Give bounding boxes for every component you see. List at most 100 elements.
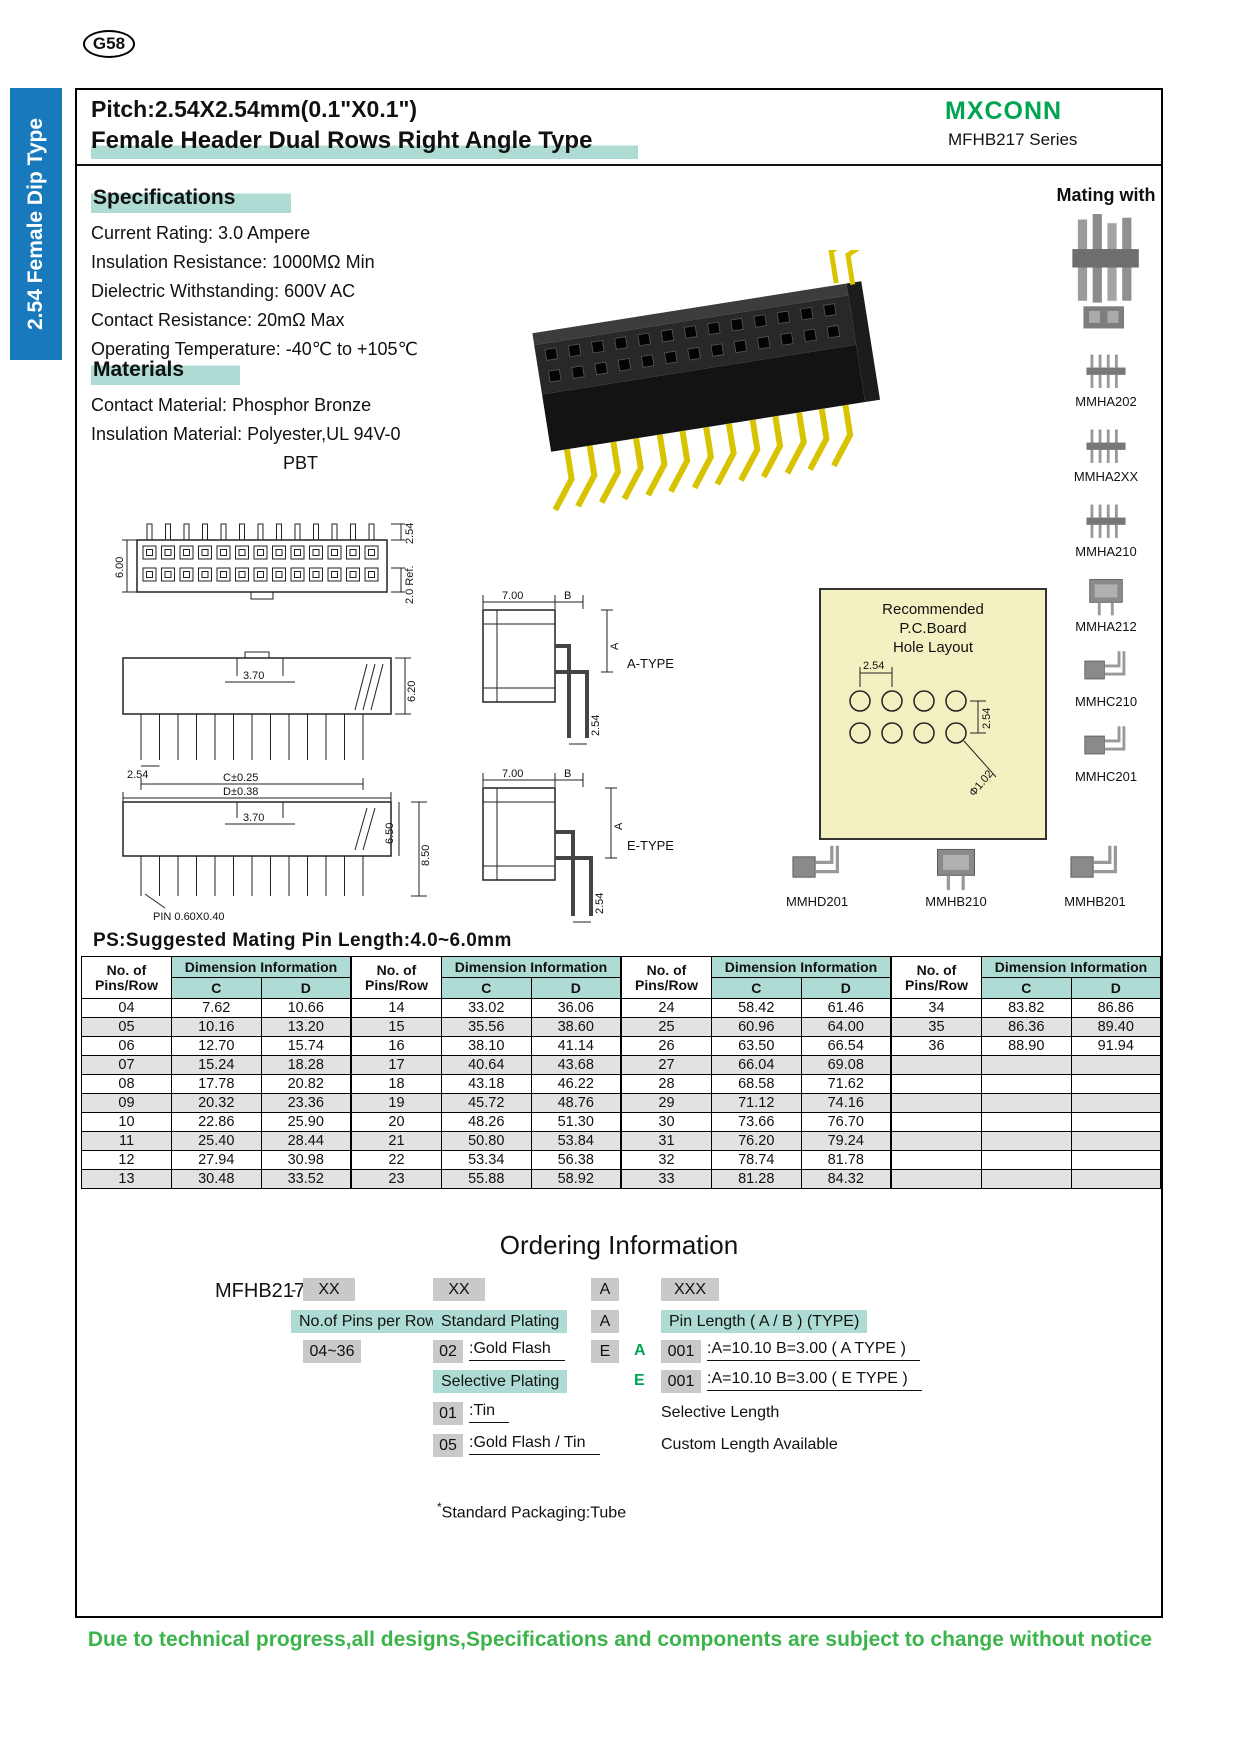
dimension-label: 7.00 xyxy=(502,768,523,780)
table-cell: 86.86 xyxy=(1070,998,1161,1018)
specifications-section: Specifications Current Rating: 3.0 Amper… xyxy=(91,186,418,364)
header-divider xyxy=(77,164,1161,166)
table-cell: 71.12 xyxy=(711,1093,802,1113)
section-view-drawing: 3.70 6.20 2.54 C±0.25 D±0.38 xyxy=(122,651,418,802)
col-header-d: D xyxy=(260,977,351,999)
table-cell: 43.18 xyxy=(441,1074,532,1094)
table-cell: 11 xyxy=(81,1131,172,1151)
table-cell: 17.78 xyxy=(171,1074,262,1094)
mating-part-label: MMHA2XX xyxy=(1073,469,1139,484)
pcb-title-line3: Hole Layout xyxy=(892,639,974,656)
specifications-title: Specifications xyxy=(91,186,292,213)
table-cell xyxy=(1070,1055,1161,1075)
table-cell: 31 xyxy=(621,1131,712,1151)
materials-title: Materials xyxy=(91,358,241,385)
pin-size-note: PIN 0.60X0.40 xyxy=(153,911,225,923)
table-cell: 73.66 xyxy=(711,1112,802,1132)
col-header-no-of: No. of xyxy=(916,961,957,978)
mating-part: MMHA210 xyxy=(1075,498,1137,559)
e-type-side-drawing: 3.70 6.50 8.50 PIN 0.60X0.40 xyxy=(122,801,432,923)
table-cell: 38.60 xyxy=(530,1017,621,1037)
table-cell xyxy=(891,1074,982,1094)
side-tab: 2.54 Female Dip Type xyxy=(10,88,62,360)
dimension-label: A xyxy=(613,822,625,830)
selective-length-note: Selective Length xyxy=(661,1404,780,1421)
table-cell: 23.36 xyxy=(260,1093,351,1113)
table-cell: 48.76 xyxy=(530,1093,621,1113)
material-item: Insulation Material: Polyester,UL 94V-0 xyxy=(91,424,401,444)
mating-part-label: MMHC201 xyxy=(1074,769,1138,784)
pn-pins-box: XX xyxy=(303,1278,355,1301)
table-cell xyxy=(981,1112,1072,1132)
dimension-label: 2.0 Ref. xyxy=(404,565,416,604)
table-cell: 66.54 xyxy=(800,1036,891,1056)
table-cell: 66.04 xyxy=(711,1055,802,1075)
mating-part-label: MMHA202 xyxy=(1075,394,1137,409)
dimension-label: 7.00 xyxy=(502,590,523,602)
table-cell: 83.82 xyxy=(981,998,1072,1018)
table-cell: 07 xyxy=(81,1055,172,1075)
table-cell xyxy=(891,1150,982,1170)
table-cell: 48.26 xyxy=(441,1112,532,1132)
table-cell: 81.28 xyxy=(711,1169,802,1189)
table-cell: 71.62 xyxy=(800,1074,891,1094)
table-cell: 13.20 xyxy=(260,1017,351,1037)
dimension-label: 2.54 xyxy=(981,708,993,729)
table-cell: 15.74 xyxy=(260,1036,351,1056)
col-header-dim-info: Dimension Information xyxy=(441,956,621,978)
plating-01-box: 01 xyxy=(433,1402,463,1425)
mating-part-label: MMHA210 xyxy=(1075,544,1137,559)
brand-logo: MXCONN xyxy=(945,97,1063,125)
table-cell: 20 xyxy=(351,1112,442,1132)
table-cell: 78.74 xyxy=(711,1150,802,1170)
connector-icon xyxy=(1086,429,1126,463)
dimension-label: 3.70 xyxy=(243,812,264,824)
table-cell: 43.68 xyxy=(530,1055,621,1075)
pins-range-box: 04~36 xyxy=(303,1340,361,1363)
mating-pin-note: PS:Suggested Mating Pin Length:4.0~6.0mm xyxy=(93,930,512,951)
table-cell xyxy=(891,1055,982,1075)
custom-length-note: Custom Length Available xyxy=(661,1436,838,1453)
table-cell: 26 xyxy=(621,1036,712,1056)
dimension-label: 2.54 xyxy=(404,523,416,544)
table-cell: 33 xyxy=(621,1169,712,1189)
table-cell xyxy=(981,1074,1072,1094)
table-cell: 36 xyxy=(891,1036,982,1056)
a-type-drawing: 7.00 B 2.54 A A-TYPE xyxy=(482,590,674,745)
dimension-label: 2.54 xyxy=(590,715,602,736)
series-name: MFHB217 Series xyxy=(948,130,1078,149)
col-header-c: C xyxy=(441,977,532,999)
mating-part: MMHC210 xyxy=(1075,648,1137,709)
col-header-dim-info: Dimension Information xyxy=(171,956,351,978)
part-number-prefix: MFHB217 xyxy=(215,1280,306,1302)
mating-part-label: MMHB201 xyxy=(1064,894,1126,909)
table-cell: 50.80 xyxy=(441,1131,532,1151)
pn-type-box: A xyxy=(591,1278,619,1301)
spec-item: Contact Resistance: 20mΩ Max xyxy=(91,310,345,330)
col-header-pins-row: Pins/Row xyxy=(904,976,968,993)
table-cell: 34 xyxy=(891,998,982,1018)
dimension-label: C±0.25 xyxy=(223,772,258,784)
col-header-d: D xyxy=(800,977,891,999)
table-cell: 25.90 xyxy=(260,1112,351,1132)
e-type-drawing: 7.00 B 2.54 A E-TYPE xyxy=(482,768,674,923)
table-cell: 08 xyxy=(81,1074,172,1094)
table-cell: 10.16 xyxy=(171,1017,262,1037)
pitch-line: Pitch:2.54X2.54mm(0.1"X0.1") xyxy=(91,96,418,122)
dimension-label: 6.50 xyxy=(384,823,396,844)
col-header-d: D xyxy=(530,977,621,999)
table-cell: 33.52 xyxy=(260,1169,351,1189)
table-cell: 25.40 xyxy=(171,1131,262,1151)
table-cell xyxy=(891,1112,982,1132)
table-cell xyxy=(891,1131,982,1151)
